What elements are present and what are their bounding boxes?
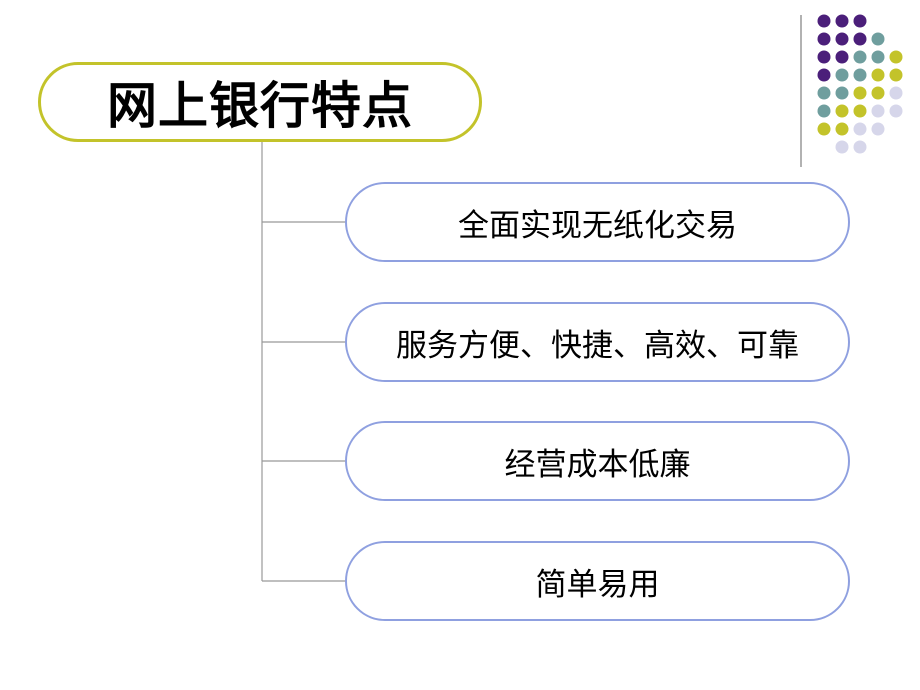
feature-label: 全面实现无纸化交易 bbox=[458, 207, 737, 244]
decor-dot bbox=[835, 104, 849, 118]
decor-dot bbox=[835, 140, 849, 154]
decor-dot bbox=[853, 32, 867, 46]
title-text: 网上银行特点 bbox=[107, 77, 413, 135]
decor-dot bbox=[871, 68, 885, 82]
decor-dot bbox=[889, 50, 903, 64]
decor-dot bbox=[853, 104, 867, 118]
decor-dot bbox=[853, 140, 867, 154]
decor-dot bbox=[817, 86, 831, 100]
decor-dot bbox=[889, 104, 903, 118]
decor-dot bbox=[853, 122, 867, 136]
decor-dot bbox=[835, 14, 849, 28]
decor-dot bbox=[853, 86, 867, 100]
decor-dot bbox=[871, 122, 885, 136]
decor-dot bbox=[853, 68, 867, 82]
decor-dot bbox=[871, 86, 885, 100]
feature-label: 服务方便、快捷、高效、可靠 bbox=[396, 327, 799, 364]
decor-dot bbox=[853, 50, 867, 64]
decor-dot bbox=[889, 68, 903, 82]
decor-dot bbox=[853, 14, 867, 28]
decor-dot bbox=[817, 14, 831, 28]
feature-label: 经营成本低廉 bbox=[504, 446, 691, 483]
decor-dot bbox=[835, 32, 849, 46]
feature-label: 简单易用 bbox=[535, 566, 660, 603]
decor-dot bbox=[817, 104, 831, 118]
decor-dot bbox=[871, 104, 885, 118]
feature-node-1: 服务方便、快捷、高效、可靠 bbox=[345, 302, 850, 382]
decor-dot bbox=[817, 68, 831, 82]
decor-dot bbox=[835, 68, 849, 82]
decor-dot bbox=[835, 86, 849, 100]
title-node: 网上银行特点 bbox=[38, 62, 482, 142]
decor-dot bbox=[871, 32, 885, 46]
decor-dot bbox=[889, 86, 903, 100]
feature-node-3: 简单易用 bbox=[345, 541, 850, 621]
decor-dot bbox=[835, 50, 849, 64]
decor-dot bbox=[817, 32, 831, 46]
decor-dot bbox=[817, 50, 831, 64]
feature-node-0: 全面实现无纸化交易 bbox=[345, 182, 850, 262]
feature-node-2: 经营成本低廉 bbox=[345, 421, 850, 501]
decor-dot bbox=[835, 122, 849, 136]
decor-dot bbox=[871, 50, 885, 64]
decor-dot bbox=[817, 122, 831, 136]
